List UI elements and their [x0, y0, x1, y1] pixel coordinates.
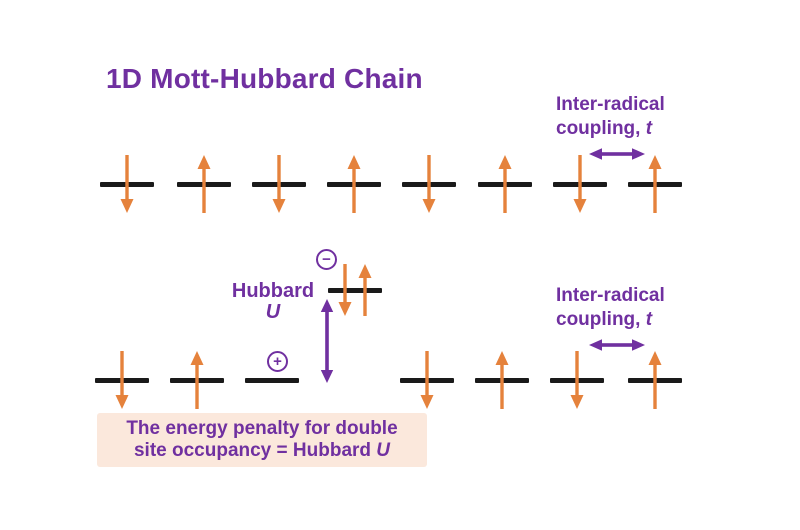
- spin-down-arrow-icon: [420, 351, 434, 409]
- spin-up-arrow-icon: [648, 155, 662, 213]
- plus-charge-icon: +: [267, 351, 288, 372]
- minus-charge-icon: −: [316, 249, 337, 270]
- spin-down-arrow-icon: [115, 351, 129, 409]
- coupling-label-line2: coupling, t: [556, 309, 653, 330]
- hubbard-u-symbol: U: [265, 301, 281, 323]
- hubbard-u-energy-arrow-icon: [320, 299, 334, 383]
- spin-up-arrow-icon: [190, 351, 204, 409]
- spin-up-arrow-icon: [495, 351, 509, 409]
- coupling-label-line2: coupling, t: [556, 118, 653, 139]
- spin-down-arrow-icon: [120, 155, 134, 213]
- spin-up-arrow-icon: [358, 264, 372, 316]
- coupling-t-symbol: t: [645, 118, 653, 139]
- note-line2: site occupancy = Hubbard U: [133, 440, 391, 461]
- site-energy-level-bottom-3: [245, 378, 299, 383]
- spin-down-arrow-icon: [272, 155, 286, 213]
- hubbard-u-label: Hubbard U: [225, 281, 321, 323]
- spin-down-arrow-icon: [573, 155, 587, 213]
- page-title: 1D Mott-Hubbard Chain: [106, 63, 423, 94]
- spin-up-arrow-icon: [347, 155, 361, 213]
- spin-down-arrow-icon: [338, 264, 352, 316]
- coupling-label-line1: Inter-radical: [556, 285, 665, 306]
- spin-down-arrow-icon: [422, 155, 436, 213]
- coupling-t-symbol: t: [645, 309, 653, 330]
- hubbard-word: Hubbard: [231, 280, 315, 302]
- note-u-symbol: U: [376, 440, 391, 461]
- spin-up-arrow-icon: [648, 351, 662, 409]
- coupling-label-line1: Inter-radical: [556, 94, 665, 115]
- site-energy-level-bottom-4: [328, 288, 382, 293]
- note-line1: The energy penalty for double: [126, 418, 398, 439]
- double-headed-coupling-arrow-icon: [589, 339, 645, 351]
- spin-down-arrow-icon: [570, 351, 584, 409]
- inter-radical-coupling-label-bottom: Inter-radical coupling, t: [556, 284, 665, 332]
- energy-penalty-note: The energy penalty for double site occup…: [97, 413, 427, 467]
- inter-radical-coupling-label-top: Inter-radical coupling, t: [556, 93, 665, 141]
- spin-up-arrow-icon: [197, 155, 211, 213]
- spin-up-arrow-icon: [498, 155, 512, 213]
- double-headed-coupling-arrow-icon: [589, 148, 645, 160]
